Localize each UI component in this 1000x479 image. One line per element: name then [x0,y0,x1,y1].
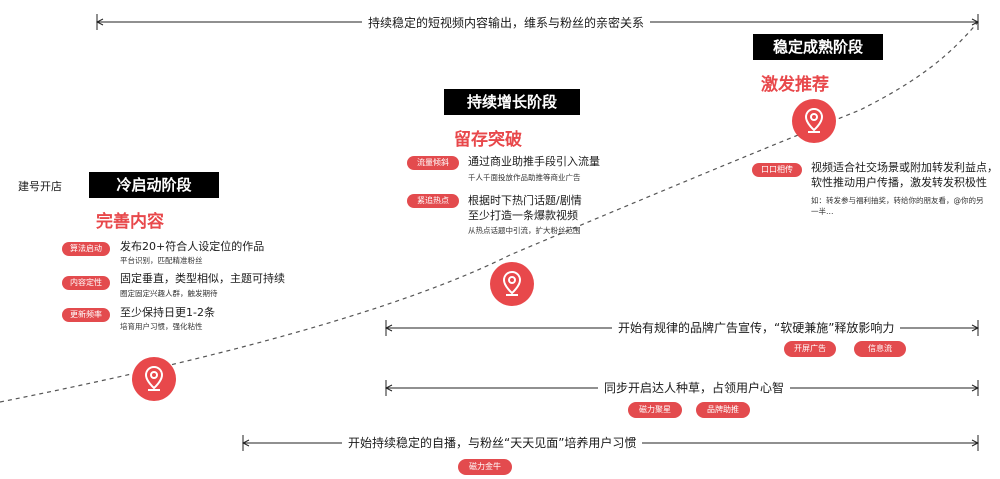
top-note: 持续稳定的短视频内容输出，维系与粉丝的亲密关系 [362,15,651,31]
talent-row-text: 同步开启达人种草，占领用户心智 [598,380,791,396]
stage-2-item-2-main: 根据时下热门话题/剧情 [468,194,582,207]
stage-2-item-1-sub: 千人千面投放作品助推等商业广告 [468,173,581,182]
stage-2-item-2-main2: 至少打造一条爆款视频 [468,209,578,222]
stage-2-tag-1: 流量倾斜 [407,156,459,170]
stage-1-title: 冷启动阶段 [89,172,219,198]
stage-1-item-2-sub: 圈定固定兴趣人群，触发期待 [120,289,218,298]
stage-1-tag-1: 算法启动 [62,242,110,256]
location-pin-icon [490,262,534,306]
stage-1-item-3-sub: 培育用户习惯，强化粘性 [120,322,203,331]
stage-1-goal: 完善内容 [96,212,164,232]
location-pin-icon [132,357,176,401]
growth-curve [0,21,979,403]
stage-3-goal: 激发推荐 [761,75,829,95]
live-tag-1: 磁力金牛 [458,459,512,475]
stage-1-item-1-main: 发布20+符合人设定位的作品 [120,240,265,253]
talent-tag-2: 品牌助推 [696,402,750,418]
brand-row-text: 开始有规律的品牌广告宣传，“软硬兼施”释放影响力 [612,320,901,336]
live-row-text: 开始持续稳定的自播，与粉丝“天天见面”培养用户习惯 [342,435,643,451]
stage-2-item-1-main: 通过商业助推手段引入流量 [468,155,600,168]
stage-1-tag-3: 更新频率 [62,308,110,322]
stage-3-title: 稳定成熟阶段 [753,34,883,60]
stage-3-item-1-main2: 软性推动用户传播，激发转发积极性 [811,176,987,189]
stage-3-item-1-main: 视频适合社交场景或附加转发利益点， [811,161,998,174]
stage-2-item-2-sub: 从热点话题中引流，扩大粉丝范围 [468,226,581,235]
stage-2-tag-2: 紧追热点 [407,194,459,208]
stage-1-item-3-main: 至少保持日更1-2条 [120,306,215,319]
talent-tag-1: 磁力聚星 [628,402,682,418]
stage-1-tag-2: 内容定性 [62,276,110,290]
start-label: 建号开店 [18,180,62,193]
brand-tag-2: 信息流 [854,341,906,357]
location-pin-icon [792,99,836,143]
stage-3-item-1-sub: 如：转发参与福利抽奖，转给你的朋友看，@你的另一半… [811,196,984,216]
stage-3-tag-1: 口口相传 [752,163,802,177]
brand-tag-1: 开屏广告 [784,341,836,357]
stage-1-item-2-main: 固定垂直，类型相似，主题可持续 [120,272,285,285]
stage-2-goal: 留存突破 [454,130,522,150]
stage-2-title: 持续增长阶段 [444,89,580,115]
stage-1-item-1-sub: 平台识别，匹配精准粉丝 [120,256,203,265]
